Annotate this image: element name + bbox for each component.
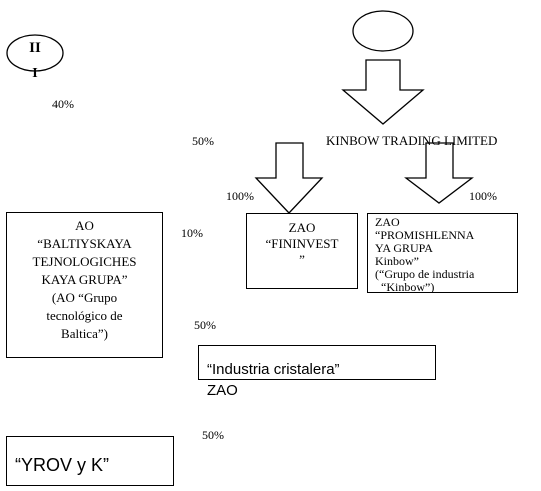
arrow-down-icon — [341, 59, 425, 125]
box-line: “YROV y K” — [15, 455, 110, 475]
box-line: Kinbow” — [375, 254, 419, 268]
box-line: AO — [75, 218, 94, 233]
arrow-down-icon — [404, 142, 474, 204]
box-line: ZAO — [375, 215, 400, 229]
percent-50-top: 50% — [192, 134, 214, 148]
top-left-oval — [6, 34, 64, 72]
box-line: (“Grupo de industria — [375, 267, 475, 281]
company-box-industria-cristalera: “Industria cristalera” — [198, 345, 436, 380]
box-line: “PROMISHLENNA — [375, 228, 475, 242]
company-box-promishlennaya: ZAO “PROMISHLENNA YA GRUPA Kinbow” (“Gru… — [367, 213, 518, 293]
box-line: “BALTIYSKAYA — [37, 236, 132, 251]
arrow-down-icon — [254, 142, 324, 214]
percent-50-mid: 50% — [194, 318, 216, 332]
box-line: KAYA GRUPA” — [41, 272, 128, 287]
box-line: “Kinbow”) — [381, 280, 435, 293]
percent-50-bottom: 50% — [202, 428, 224, 442]
box-line: (AO “Grupo — [51, 290, 118, 305]
company-box-fininvest: ZAO “FININVEST ” — [246, 213, 358, 289]
percent-100-right: 100% — [469, 189, 497, 203]
company-box-baltiyskaya: AO “BALTIYSKAYA TEJNOLOGICHES KAYA GRUPA… — [6, 212, 163, 358]
box-line: “Industria cristalera” — [207, 361, 340, 378]
box-line: YA GRUPA — [375, 241, 433, 255]
top-left-oval-sublabel: I — [32, 66, 38, 81]
percent-100-left: 100% — [226, 189, 254, 203]
box-line: “FININVEST — [265, 236, 339, 251]
percent-10: 10% — [181, 226, 203, 240]
top-right-oval — [352, 10, 414, 52]
box-line: tecnológico de — [46, 308, 123, 323]
percent-40: 40% — [52, 97, 74, 111]
box-line: Baltica”) — [61, 326, 108, 341]
top-left-oval-label: II — [29, 40, 41, 56]
box-line: ” — [299, 252, 305, 267]
company-box-yrov: “YROV y K” — [6, 436, 174, 486]
box-line: TEJNOLOGICHES — [32, 254, 137, 269]
kinbow-trading-label: KINBOW TRADING LIMITED — [326, 133, 498, 148]
industria-zao-label: ZAO — [207, 382, 238, 399]
box-line: ZAO — [288, 220, 316, 235]
